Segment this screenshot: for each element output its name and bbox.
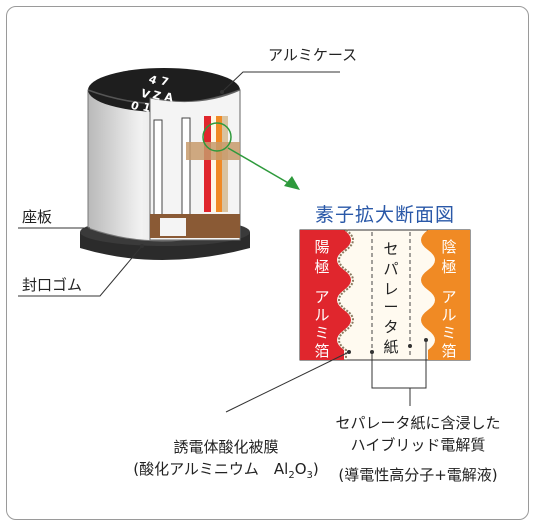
svg-text:パ: パ <box>383 260 398 278</box>
svg-text:ル: ル <box>441 306 456 324</box>
svg-text:4: 4 <box>147 73 159 88</box>
svg-text:ミ: ミ <box>441 324 456 342</box>
svg-text:ー: ー <box>383 298 398 316</box>
svg-text:紙: 紙 <box>383 338 398 356</box>
svg-text:1: 1 <box>141 100 152 115</box>
element-anode-layer <box>204 116 211 212</box>
element-outer-layer <box>222 116 228 212</box>
oxide-film <box>338 229 354 360</box>
element-cathode-layer <box>216 116 222 212</box>
separator-label: セ パ レ ー タ 紙 <box>383 240 398 356</box>
cathode-label: 陰 極 ア ル ミ 箔 <box>441 238 456 360</box>
electrolyte-label-line1: セパレータ紙に含浸した <box>335 414 501 432</box>
svg-text:箔: 箔 <box>441 342 456 360</box>
svg-text:箔: 箔 <box>314 342 329 360</box>
zoom-circle <box>202 122 232 152</box>
svg-text:レ: レ <box>383 280 398 298</box>
svg-text:A: A <box>163 90 174 104</box>
svg-text:Z: Z <box>151 88 162 103</box>
leader-case <box>221 71 340 93</box>
seat-label: 座板 <box>22 208 53 226</box>
svg-text:タ: タ <box>383 318 398 336</box>
anode-foil <box>300 230 351 360</box>
electrolyte-bracket <box>371 342 427 389</box>
svg-text:ア: ア <box>314 288 329 306</box>
svg-text:ミ: ミ <box>314 324 329 342</box>
case-label: アルミケース <box>268 46 358 64</box>
rubber-seal-gap <box>160 218 186 236</box>
oxide-label-line2: (酸化アルミニウム Al2O3) <box>133 460 319 481</box>
svg-text:ア: ア <box>441 288 456 306</box>
leader-oxide <box>225 351 350 413</box>
electrolyte-label-line3: (導電性高分子+電解液) <box>338 466 498 484</box>
zoom-arrow-line <box>227 147 291 185</box>
electrolyte-label-line2: ハイブリッド電解質 <box>350 436 486 454</box>
cross-section-detail: 陽 極 ア ル ミ 箔 陰 極 ア ル ミ 箔 セ パ レ ー タ 紙 <box>299 229 471 361</box>
svg-text:セ: セ <box>383 240 398 258</box>
oxide-label-line1: 誘電体酸化被膜 <box>173 438 279 456</box>
svg-text:極: 極 <box>441 258 456 276</box>
diagram-frame <box>6 6 529 520</box>
element-separator-layer <box>211 116 216 212</box>
seal-label: 封口ゴム <box>22 276 83 294</box>
cathode-foil <box>421 230 470 360</box>
svg-text:0: 0 <box>129 99 141 114</box>
svg-text:陽: 陽 <box>314 238 329 256</box>
svg-text:陰: 陰 <box>441 238 456 256</box>
zoom-arrow-head <box>284 176 300 190</box>
svg-text:7: 7 <box>159 74 170 89</box>
svg-text:極: 極 <box>314 258 329 276</box>
detail-title: 素子拡大断面図 <box>314 204 455 226</box>
anode-label: 陽 極 ア ル ミ 箔 <box>314 238 329 360</box>
svg-text:ル: ル <box>314 306 329 324</box>
leader-seal <box>18 245 143 297</box>
